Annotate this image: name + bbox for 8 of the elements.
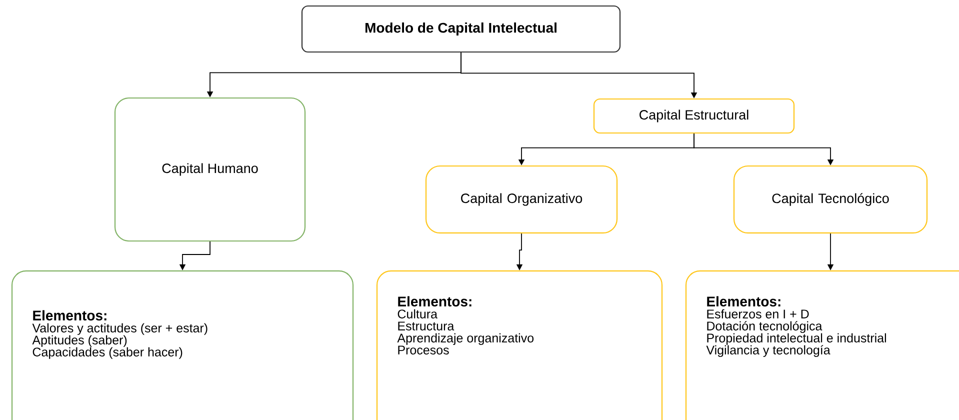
category-box: Capital Organizativo [425,165,618,234]
category-box: Capital Estructural [593,98,795,134]
elements-box: Elementos: Cultura Estructura Aprendizaje organizativo Procesos [376,270,663,420]
category-box: Capital Tecnológico [733,165,928,234]
elements-box: Elementos: Esfuerzos en I + D Dotación tecnológica Propiedad intelectual e industrial Vigilancia y tecnología [685,270,959,420]
title-box: Modelo de Capital Intelectual [301,5,621,53]
elements-box: Elementos: Valores y actitudes (ser + estar) Aptitudes (saber) Capacidades (saber hacer) [11,270,354,420]
category-box: Capital Humano [114,97,306,242]
